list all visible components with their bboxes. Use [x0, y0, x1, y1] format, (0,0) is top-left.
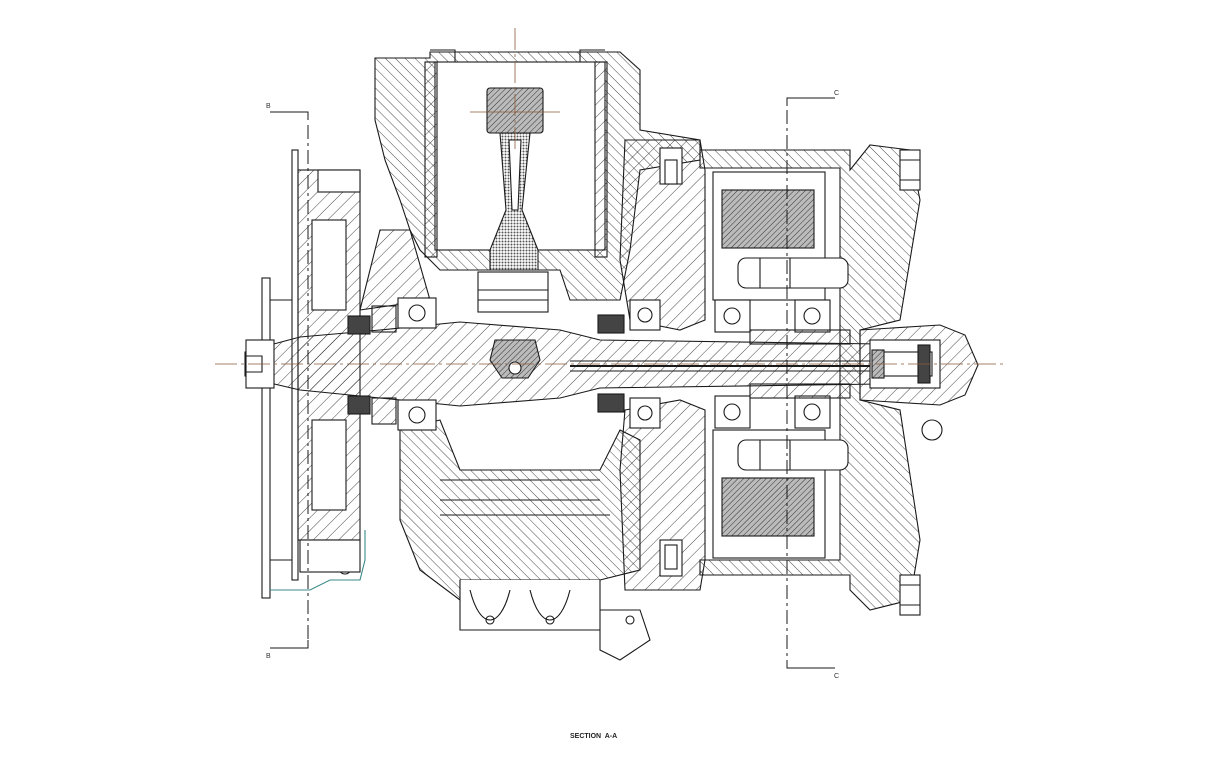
section-label-c-top: C [834, 90, 839, 97]
section-marker-b [270, 111, 309, 649]
crank-nut [489, 339, 541, 379]
section-label-b-top: B [266, 103, 271, 110]
connecting-rod [477, 87, 549, 313]
section-label-b-bottom: B [266, 653, 271, 660]
bolts [664, 149, 921, 616]
main-bearing-left-bottom [347, 395, 437, 431]
section-label-c-bottom: C [834, 673, 839, 680]
center-lines [215, 28, 1005, 365]
motor-bearing-right [794, 299, 831, 429]
cylinder-liner [424, 49, 608, 258]
motor-bearing-left [714, 299, 751, 429]
rotor-sleeve [749, 329, 851, 399]
section-marker-c [786, 97, 835, 669]
drawing-caption: SECTION A-A [570, 733, 617, 740]
main-bearing-left-top [347, 297, 437, 335]
motor-housing [699, 144, 921, 611]
